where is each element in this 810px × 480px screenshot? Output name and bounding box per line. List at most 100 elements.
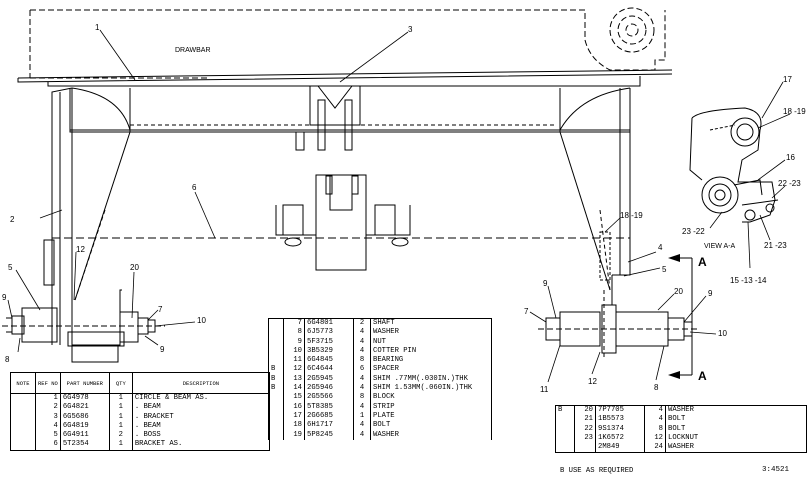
- note-cell: [556, 415, 575, 425]
- qty-cell: 8: [353, 393, 371, 403]
- part-number-cell: 6G4821: [60, 403, 110, 413]
- note-cell: [269, 356, 284, 366]
- part-number-cell: 6G4801: [304, 319, 354, 329]
- callout-21-23: 21 -23: [764, 241, 787, 250]
- part-number-cell: 9S1374: [595, 424, 645, 434]
- ref-cell: 14: [283, 384, 305, 394]
- ref-cell: 16: [283, 402, 305, 412]
- description-cell: CIRCLE & BEAM AS.: [134, 394, 209, 402]
- drawbar-outline: [29, 7, 666, 79]
- ref-cell: 17: [283, 411, 305, 422]
- note-cell: [269, 411, 284, 422]
- right-shaft-assembly: [538, 275, 700, 360]
- note-cell: [269, 337, 284, 347]
- center-lower-bracket: [275, 174, 411, 271]
- part-number-cell: 6C4644: [304, 365, 354, 375]
- header-part-number: PART NUMBER: [60, 373, 110, 394]
- description-cell: SHIM 1.53MM(.060IN.)THK: [373, 384, 473, 393]
- description-cell: BOLT: [668, 424, 686, 433]
- ref-cell: 22: [574, 424, 596, 434]
- part-number-cell: 6G5686: [60, 412, 110, 422]
- part-number-cell: 2M849: [595, 443, 645, 453]
- section-arrows: [675, 257, 693, 376]
- description-cell: WASHER: [668, 406, 694, 414]
- note-cell: [269, 430, 284, 440]
- leader-lines: [7, 29, 791, 383]
- header-ref-no: REF NO: [35, 373, 61, 394]
- note-cell: B: [269, 384, 284, 394]
- note-cell: [11, 403, 36, 413]
- center-bracket: [295, 85, 361, 151]
- section-arrowhead-bottom: [668, 371, 680, 379]
- callout-2: 2: [10, 215, 15, 224]
- qty-cell: 4: [644, 415, 666, 425]
- part-number-cell: 2G5945: [304, 374, 354, 385]
- note-cell: [269, 319, 284, 329]
- note-cell: [269, 421, 284, 431]
- description-cell: WASHER: [668, 443, 694, 452]
- ref-cell: 19: [283, 430, 305, 440]
- callout-7-left: 7: [158, 305, 163, 314]
- qty-cell: 4: [353, 384, 371, 394]
- callout-3: 3: [408, 25, 413, 34]
- qty-cell: 2: [109, 431, 133, 441]
- callout-20-right: 20: [674, 287, 683, 296]
- callout-15-13-14: 15 -13 -14: [730, 276, 767, 285]
- ref-cell: 20: [574, 406, 596, 416]
- part-number-cell: 5T2354: [60, 440, 110, 450]
- ref-cell: [574, 443, 596, 453]
- qty-cell: 1: [109, 403, 133, 413]
- note-cell: [269, 402, 284, 412]
- callout-12-right: 12: [588, 377, 597, 386]
- callout-11: 11: [540, 385, 549, 394]
- left-shaft-assembly: [2, 307, 165, 343]
- description-cell: NUT: [373, 337, 386, 346]
- description-cell: . BOSS: [134, 431, 161, 440]
- description-cell: SHIM .77MM(.030IN.)THK: [373, 374, 468, 383]
- callout-6: 6: [192, 183, 197, 192]
- view-aa-detail: [689, 107, 779, 223]
- part-number-cell: 3B5329: [304, 346, 354, 357]
- view-aa-label: VIEW A-A: [704, 243, 735, 250]
- part-number-cell: 6J5773: [304, 328, 354, 338]
- description-cell: WASHER: [373, 430, 399, 439]
- callout-17: 17: [783, 75, 792, 84]
- callout-16: 16: [786, 153, 795, 162]
- ref-cell: 2: [35, 403, 61, 413]
- callout-9-mid: 9: [160, 345, 165, 354]
- qty-cell: 4: [353, 346, 371, 357]
- qty-cell: 12: [644, 433, 666, 444]
- note-cell: [269, 393, 284, 403]
- note-cell: [556, 443, 575, 453]
- description-cell: STRIP: [373, 402, 395, 411]
- header-qty: QTY: [109, 373, 133, 394]
- qty-cell: 1: [109, 393, 133, 404]
- qty-cell: 1: [109, 412, 133, 422]
- callout-5-right: 5: [662, 265, 667, 274]
- description-cell: WASHER: [373, 328, 399, 337]
- qty-cell: 8: [644, 424, 666, 434]
- part-number-cell: 5F3715: [304, 337, 354, 347]
- description-cell: . BRACKET: [134, 412, 174, 421]
- part-number-cell: 2G5946: [304, 384, 354, 394]
- header-note: NOTE: [11, 373, 36, 394]
- note-cell: [11, 412, 36, 422]
